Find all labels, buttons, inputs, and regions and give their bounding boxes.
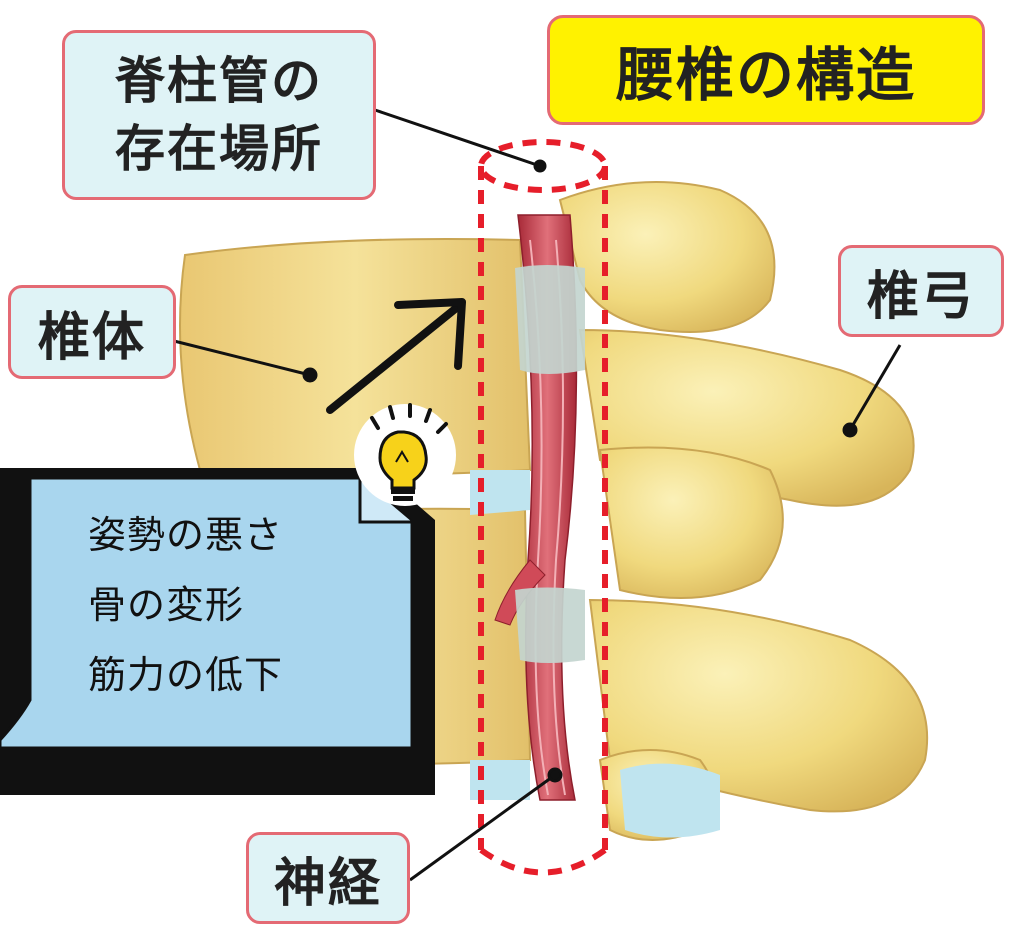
lightbulb-icon bbox=[354, 403, 456, 506]
note-text: 姿勢の悪さ 骨の変形 筋力の低下 bbox=[88, 500, 388, 710]
spinal-canal-label-line1: 脊柱管の bbox=[115, 52, 323, 110]
diagram-title: 腰椎の構造 bbox=[547, 15, 985, 125]
arrow-icon bbox=[326, 298, 466, 414]
spinal-canal-label: 脊柱管の 存在場所 bbox=[62, 30, 376, 200]
note-line: 筋力の低下 bbox=[88, 653, 284, 697]
note-line: 姿勢の悪さ bbox=[88, 513, 284, 557]
note-box-shape bbox=[0, 468, 435, 795]
leader-lines bbox=[169, 108, 902, 882]
intervertebral-disc bbox=[515, 265, 585, 663]
note-line: 骨の変形 bbox=[88, 583, 245, 627]
nerve-label: 神経 bbox=[246, 832, 410, 924]
vertebral-arch-label: 椎弓 bbox=[838, 245, 1004, 337]
vertebral-body-label: 椎体 bbox=[8, 285, 176, 379]
spinal-canal-label-line2: 存在場所 bbox=[115, 120, 323, 178]
spinal-canal-outline bbox=[478, 139, 608, 876]
vertebral-arch-shape bbox=[558, 181, 929, 841]
